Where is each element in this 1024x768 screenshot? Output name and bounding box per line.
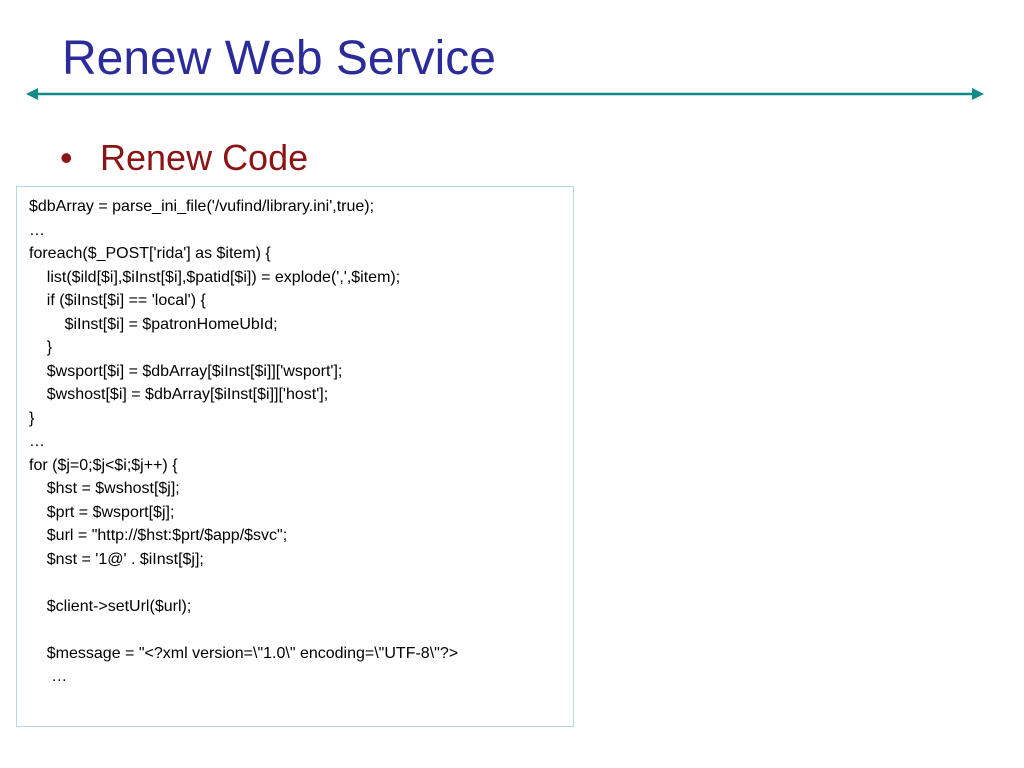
code-line: if ($iInst[$i] == 'local') {	[29, 292, 206, 309]
title-divider-arrow	[26, 88, 984, 100]
code-line: $iInst[$i] = $patronHomeUbId;	[29, 315, 278, 333]
code-line: …	[29, 433, 45, 450]
bullet-text: Renew Code	[100, 137, 309, 178]
bullet-marker: •	[60, 137, 73, 178]
code-line	[29, 571, 573, 595]
code-line: foreach($_POST['rida'] as $item) {	[29, 245, 271, 262]
code-line: $wsport[$i] = $dbArray[$iInst[$i]]['wspo…	[29, 362, 343, 380]
code-line: $message = "<?xml version=\"1.0\" encodi…	[29, 644, 459, 662]
right-arrowhead-icon	[972, 88, 984, 100]
code-line: $hst = $wshost[$j];	[29, 480, 180, 497]
left-arrowhead-icon	[26, 88, 38, 100]
code-line: $client->setUrl($url);	[29, 597, 192, 615]
code-line	[29, 618, 573, 642]
code-line: $prt = $wsport[$j];	[29, 503, 175, 521]
code-block: $dbArray = parse_ini_file('/vufind/libra…	[16, 186, 574, 727]
code-line: …	[29, 668, 68, 685]
code-line: $wshost[$i] = $dbArray[$iInst[$i]]['host…	[29, 386, 329, 403]
bullet-item: • Renew Code	[60, 136, 308, 180]
code-line: list($ild[$i],$iInst[$i],$patid[$i]) = e…	[29, 268, 401, 286]
code-line: $url = "http://$hst:$prt/$app/$svc";	[29, 527, 288, 544]
code-line: $nst = '1@' . $iInst[$j];	[29, 550, 204, 568]
code-line: }	[29, 409, 35, 427]
code-line: $dbArray = parse_ini_file('/vufind/libra…	[29, 198, 375, 215]
code-line: …	[29, 221, 45, 239]
slide-title: Renew Web Service	[62, 32, 496, 85]
code-line: for ($j=0;$j<$i;$j++) {	[29, 456, 178, 474]
code-line: }	[29, 339, 53, 356]
